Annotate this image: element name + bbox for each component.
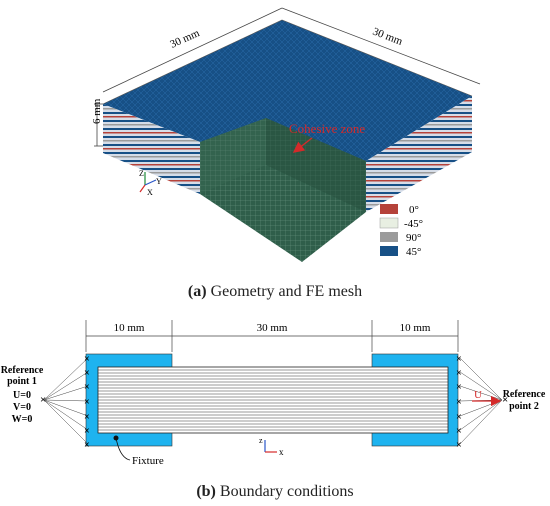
figure-b-boundary: 10 mm 30 mm 10 mm Reference point 1 U=0 … [1, 320, 546, 500]
ref2-label: Reference [503, 389, 546, 400]
right-node-marker: × [456, 368, 462, 379]
bc-v-label: V=0 [13, 402, 31, 413]
ref2-label-2: point 2 [509, 401, 539, 412]
right-node-marker: × [456, 412, 462, 423]
ref2-point: × [502, 394, 508, 406]
left-node-marker: × [84, 382, 90, 393]
caption-b: (b) Boundary conditions [196, 483, 353, 500]
dim-height-label: 6 mm [91, 98, 103, 124]
dim-depth-label: 30 mm [371, 26, 405, 48]
right-side-layers [366, 96, 472, 212]
legend-label-90: 90° [406, 232, 421, 244]
ref1-links: × × × × × × × [43, 354, 90, 451]
dim-left-label: 10 mm [114, 322, 145, 334]
ref1-label-2: point 1 [7, 376, 37, 387]
layer-legend: 0° -45° 90° 45° [379, 204, 423, 258]
axis-triad-b: z x [259, 436, 284, 457]
legend-swatch-m45 [379, 217, 399, 229]
ref1-point: × [40, 394, 46, 406]
right-node-marker: × [456, 426, 462, 437]
left-side-layers [103, 104, 200, 194]
legend-label-m45: -45° [404, 218, 423, 230]
cohesive-zone-label: Cohesive zone [289, 121, 365, 136]
left-node-marker: × [84, 354, 90, 365]
top-face [103, 20, 472, 161]
dim-mid-label: 30 mm [257, 322, 288, 334]
svg-text:z: z [259, 436, 263, 445]
dim-width-label: 30 mm [168, 27, 201, 51]
cohesive-zone-arrow [292, 137, 313, 153]
svg-text:x: x [279, 447, 284, 457]
figure-a-geometry: 30 mm 30 mm 6 mm Cohesive zone Z Y X 0° … [91, 7, 481, 300]
svg-text:X: X [147, 188, 153, 197]
left-node-marker: × [84, 412, 90, 423]
svg-text:Z: Z [139, 169, 144, 178]
caption-a: (a) Geometry and FE mesh [188, 283, 362, 300]
dim-right-label: 10 mm [400, 322, 431, 334]
legend-swatch-45 [380, 246, 398, 256]
right-node-marker: × [456, 354, 462, 365]
ref1-label: Reference [1, 365, 44, 376]
bc-u-label: U=0 [13, 390, 31, 401]
ref2-links: × × × × × × × [456, 354, 503, 451]
bc-w-label: W=0 [12, 414, 33, 425]
axis-triad-a: Z Y X [139, 169, 162, 197]
laminate-specimen [98, 367, 448, 433]
legend-label-45: 45° [406, 246, 421, 258]
right-node-marker: × [456, 440, 462, 451]
legend-swatch-90 [380, 232, 398, 242]
fixture-label: Fixture [132, 455, 164, 467]
right-node-marker: × [456, 382, 462, 393]
svg-text:Y: Y [156, 177, 162, 186]
left-node-marker: × [84, 426, 90, 437]
left-node-marker: × [84, 440, 90, 451]
left-node-marker: × [84, 368, 90, 379]
load-label: U [474, 389, 482, 401]
right-node-marker: × [456, 397, 462, 408]
legend-swatch-0 [380, 204, 398, 214]
legend-label-0: 0° [409, 204, 419, 216]
left-node-marker: × [84, 397, 90, 408]
